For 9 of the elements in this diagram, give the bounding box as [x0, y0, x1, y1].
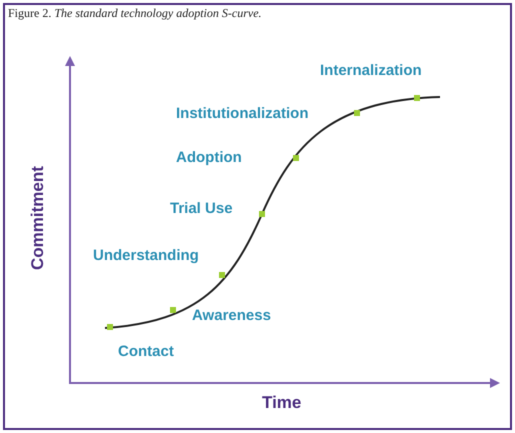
- stage-label: Contact: [118, 343, 174, 360]
- stage-label: Internalization: [320, 62, 422, 79]
- stage-label: Adoption: [176, 149, 242, 166]
- stage-label: Institutionalization: [176, 105, 308, 122]
- axis-label: Time: [262, 393, 302, 413]
- stage-label: Trial Use: [170, 200, 233, 217]
- figure-title: Figure 2. The standard technology adoption S-curve.: [8, 6, 262, 21]
- stage-label: Awareness: [192, 307, 271, 324]
- stage-label: Understanding: [93, 247, 199, 264]
